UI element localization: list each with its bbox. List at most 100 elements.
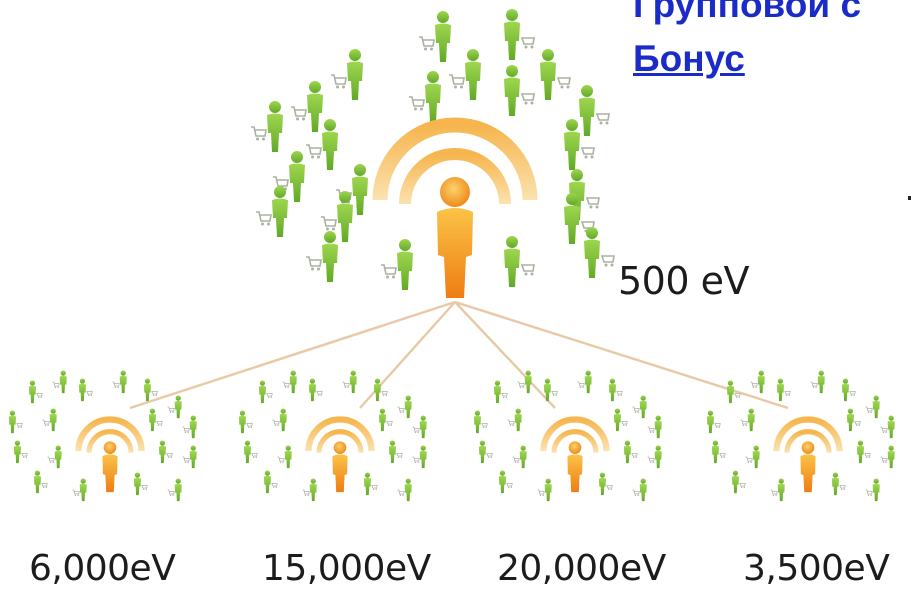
- member-person-icon: [52, 370, 68, 394]
- member-person-icon: [397, 478, 413, 502]
- member-person-icon: [28, 380, 43, 404]
- member-person-icon: [133, 472, 148, 496]
- member-person-icon: [598, 472, 613, 496]
- member-person-icon: [865, 478, 881, 502]
- member-person-icon: [608, 378, 623, 402]
- member-person-icon: [478, 440, 493, 464]
- member-person-icon: [342, 370, 358, 394]
- member-person-icon: [507, 408, 523, 432]
- member-person-icon: [305, 230, 339, 283]
- member-person-icon: [503, 8, 535, 61]
- member-person-icon: [880, 445, 896, 469]
- member-person-icon: [750, 370, 766, 394]
- member-person-icon: [503, 235, 535, 288]
- member-person-icon: [831, 472, 846, 496]
- member-person-icon: [380, 238, 414, 291]
- member-person-icon: [290, 80, 324, 133]
- member-person-icon: [448, 48, 482, 101]
- branch-sponsor-icon: [79, 420, 142, 493]
- member-person-icon: [182, 445, 198, 469]
- member-person-icon: [8, 410, 23, 434]
- member-person-icon: [272, 408, 288, 432]
- member-person-icon: [578, 84, 610, 137]
- member-person-icon: [373, 378, 388, 402]
- member-person-icon: [776, 378, 791, 402]
- member-person-icon: [770, 478, 786, 502]
- member-person-icon: [13, 440, 28, 464]
- member-person-icon: [745, 445, 761, 469]
- member-person-icon: [143, 378, 158, 402]
- member-person-icon: [243, 440, 258, 464]
- member-person-icon: [539, 48, 571, 101]
- member-person-icon: [238, 410, 253, 434]
- member-person-icon: [846, 408, 861, 432]
- member-person-icon: [250, 100, 284, 153]
- member-person-icon: [408, 70, 442, 123]
- member-person-icon: [647, 445, 663, 469]
- member-person-icon: [647, 415, 663, 439]
- member-person-icon: [583, 226, 615, 279]
- member-person-icon: [537, 478, 553, 502]
- member-person-icon: [632, 395, 648, 419]
- branch-amount-label-2: 15,000eV: [262, 548, 431, 589]
- title-line-1: Групповой с: [633, 0, 862, 25]
- member-person-icon: [740, 408, 756, 432]
- branch-amount-label-1: 6,000eV: [29, 548, 176, 589]
- member-person-icon: [47, 445, 63, 469]
- member-person-icon: [632, 478, 648, 502]
- member-person-icon: [282, 370, 298, 394]
- member-person-icon: [167, 395, 183, 419]
- member-person-icon: [33, 470, 48, 494]
- connector-line: [129, 300, 456, 410]
- member-person-icon: [302, 478, 318, 502]
- member-person-icon: [277, 445, 293, 469]
- member-person-icon: [263, 470, 278, 494]
- member-person-icon: [308, 378, 323, 402]
- member-person-icon: [706, 410, 721, 434]
- member-person-icon: [378, 408, 393, 432]
- member-person-icon: [158, 440, 173, 464]
- member-person-icon: [865, 395, 881, 419]
- member-person-icon: [623, 440, 638, 464]
- member-person-icon: [42, 408, 58, 432]
- dash-mark: [908, 196, 911, 200]
- member-person-icon: [841, 378, 856, 402]
- member-person-icon: [412, 415, 428, 439]
- member-person-icon: [418, 10, 452, 63]
- member-person-icon: [856, 440, 871, 464]
- member-person-icon: [493, 380, 508, 404]
- member-person-icon: [363, 472, 378, 496]
- branch-sponsor-icon: [544, 420, 607, 493]
- member-person-icon: [498, 470, 513, 494]
- member-person-icon: [78, 378, 93, 402]
- member-person-icon: [577, 370, 593, 394]
- member-person-icon: [397, 395, 413, 419]
- member-person-icon: [388, 440, 403, 464]
- member-person-icon: [512, 445, 528, 469]
- connector-lines: [129, 300, 789, 410]
- member-person-icon: [503, 64, 535, 117]
- root-amount-label: 500 eV: [618, 259, 749, 303]
- member-person-icon: [305, 118, 339, 171]
- branch-sponsor-icon: [309, 420, 372, 493]
- member-person-icon: [731, 470, 746, 494]
- member-person-icon: [517, 370, 533, 394]
- member-person-icon: [613, 408, 628, 432]
- member-person-icon: [880, 415, 896, 439]
- member-person-icon: [711, 440, 726, 464]
- member-person-icon: [412, 445, 428, 469]
- bonus-title-link[interactable]: Бонус: [633, 38, 745, 79]
- member-person-icon: [112, 370, 128, 394]
- member-person-icon: [167, 478, 183, 502]
- branch-amount-label-4: 3,500eV: [743, 548, 890, 589]
- member-person-icon: [473, 410, 488, 434]
- member-person-icon: [255, 185, 289, 238]
- branch-amount-label-3: 20,000eV: [497, 548, 666, 589]
- connector-line: [454, 301, 556, 409]
- member-person-icon: [810, 370, 826, 394]
- member-person-icon: [148, 408, 163, 432]
- branch-sponsor-icon: [777, 420, 840, 493]
- member-person-icon: [258, 380, 273, 404]
